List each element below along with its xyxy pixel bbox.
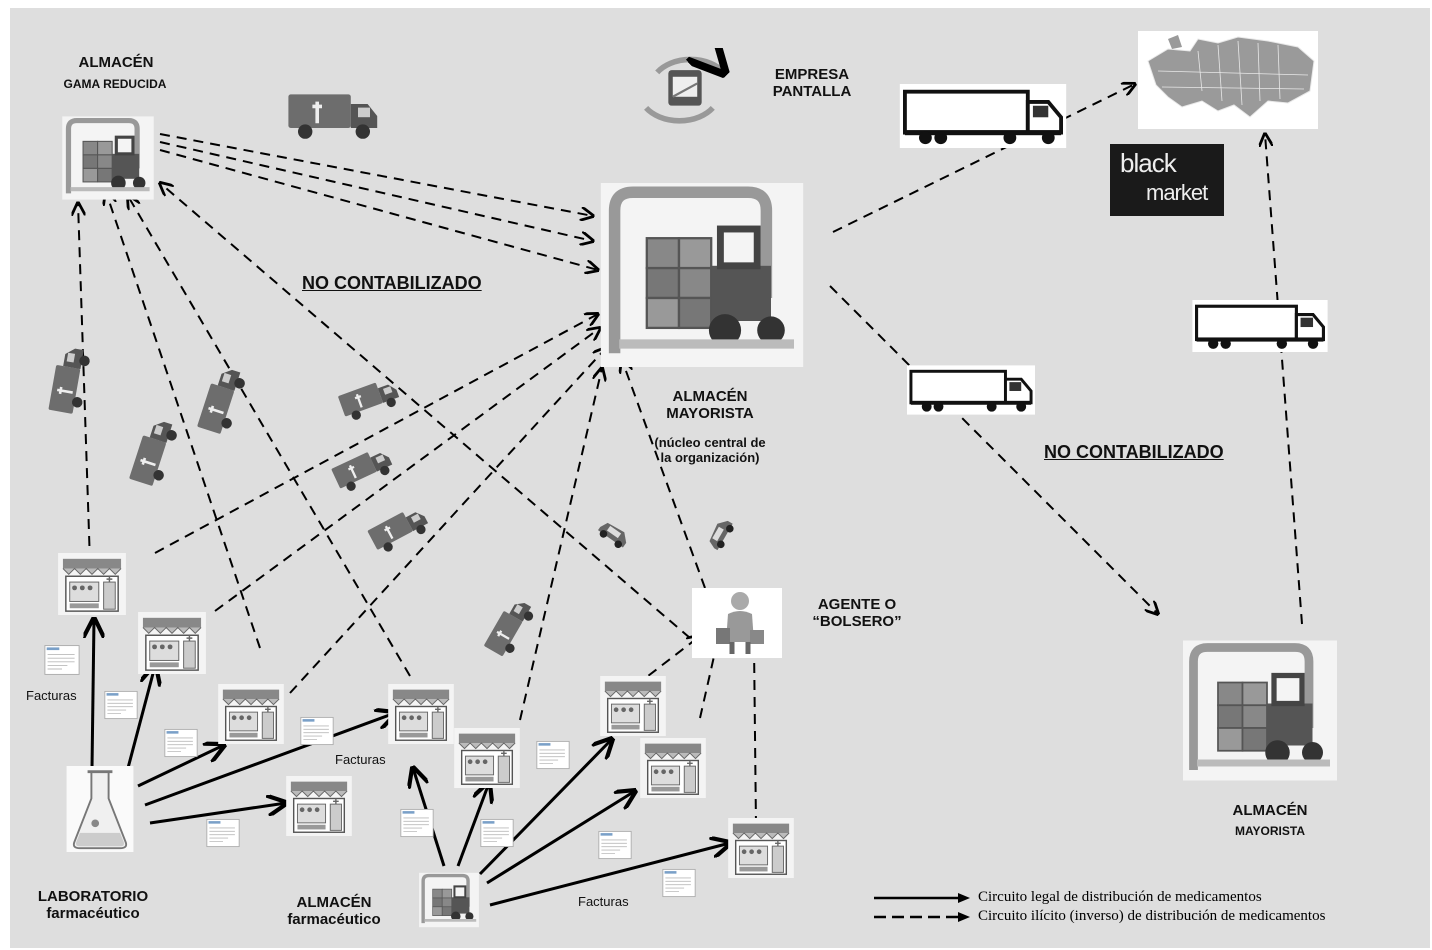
invoice-icon [206,818,240,848]
invoice-icon [400,808,434,838]
invoice-icon [300,716,334,746]
no-contabilizado-right: NO CONTABILIZADO [1044,442,1224,462]
diagram-svg [44,31,1430,930]
right-warehouse-icon [1183,641,1337,781]
car-icon [705,517,736,552]
almacen-farmaceutico-label: ALMACÉN farmacéutico [274,894,394,929]
car-icon [595,519,631,551]
right-warehouse-title: ALMACÉN [1210,802,1330,819]
invoice-icon [44,645,80,675]
invoice-icon [104,690,138,720]
legend-illicit-row: Circuito ilícito (inverso) de distribuci… [872,907,1325,926]
agente-line2: “BOLSERO” [812,613,902,631]
central-line2: MAYORISTA [666,405,754,423]
invoice-icon [164,728,198,758]
almacen-gama-title: ALMACÉN [58,54,174,71]
legend-solid-arrow-icon [874,892,970,903]
agente-line1: AGENTE O [817,596,897,613]
truck-icon [286,92,380,141]
pharmacy-icon [640,738,706,798]
central-line3: (núcleo central de [654,435,766,450]
invoice-icon [598,830,632,860]
right-line1: ALMACÉN [1232,802,1308,819]
big-truck-icon [900,84,1066,148]
pharmacy-icon [286,776,352,836]
pharmacy-icon [600,676,666,736]
laboratorio-line1: LABORATORIO [37,888,149,905]
europe-map-icon [1138,31,1318,129]
agente-label: AGENTE O “BOLSERO” [802,596,912,631]
laboratorio-label: LABORATORIO farmacéutico [28,888,158,923]
black-market-word2: market [1146,180,1208,205]
facturas-label-2: Facturas [335,752,386,767]
pharmacy-icon [138,612,206,674]
laboratorio-line2: farmacéutico [46,905,140,923]
legend-illicit-text: Circuito ilícito (inverso) de distribuci… [978,908,1326,924]
empresa-pantalla-label: EMPRESA PANTALLA [762,66,862,101]
legal-arrows [92,619,730,907]
pharmacy-icon [218,684,284,744]
almacen-farmaceutico-icon [417,870,481,930]
diagram-canvas: black market ALMACÉN GAMA REDUCIDA EMPRE… [10,8,1430,948]
legend: Circuito legal de distribución de medica… [872,888,1325,926]
truck-icon [195,363,250,438]
pharmacy-icon [58,553,126,615]
empresa-line1: EMPRESA [774,66,850,83]
almacen-farma-line1: ALMACÉN [296,894,372,911]
gama-reducida-warehouse-icon [62,116,154,199]
shell-company-icon [646,59,724,120]
black-market-word1: black [1120,148,1177,178]
central-warehouse-note: (núcleo central de la organización) [640,435,780,466]
pharmacy-icon [454,728,520,788]
central-warehouse-label: ALMACÉN MAYORISTA [650,388,770,423]
legend-legal-row: Circuito legal de distribución de medica… [872,888,1325,907]
right-warehouse-subtitle: MAYORISTA [1210,824,1330,839]
lab-flask-icon [66,766,134,852]
almacen-gama-subtitle: GAMA REDUCIDA [30,77,200,92]
central-line4: la organización) [660,449,760,465]
legend-legal-text: Circuito legal de distribución de medica… [978,889,1262,905]
truck-icon [336,375,403,425]
big-truck-icon [907,365,1035,415]
almacen-gama-line2: GAMA REDUCIDA [63,77,167,91]
truck-icon [127,415,182,490]
pharmacy-icon [388,684,454,744]
central-line1: ALMACÉN [672,388,748,405]
big-truck-icon [1190,300,1330,352]
central-warehouse-icon [601,183,803,367]
black-market-sign: black market [1110,144,1224,216]
empresa-line2: PANTALLA [772,83,852,101]
illicit-arrows [78,84,1303,827]
almacen-farma-line2: farmacéutico [287,911,381,929]
truck-icon [482,594,539,662]
almacen-gama-line1: ALMACÉN [78,54,154,71]
invoice-icon [662,868,696,898]
no-contabilizado-left: NO CONTABILIZADO [302,273,482,293]
pharmacy-icon [728,818,794,878]
invoice-icon [480,818,514,848]
legend-dashed-arrow-icon [874,911,970,922]
facturas-label-3: Facturas [578,894,629,909]
invoice-icon [536,740,570,770]
person-agent-icon [692,588,782,658]
facturas-label-1: Facturas [26,688,77,703]
right-line2: MAYORISTA [1234,824,1305,838]
